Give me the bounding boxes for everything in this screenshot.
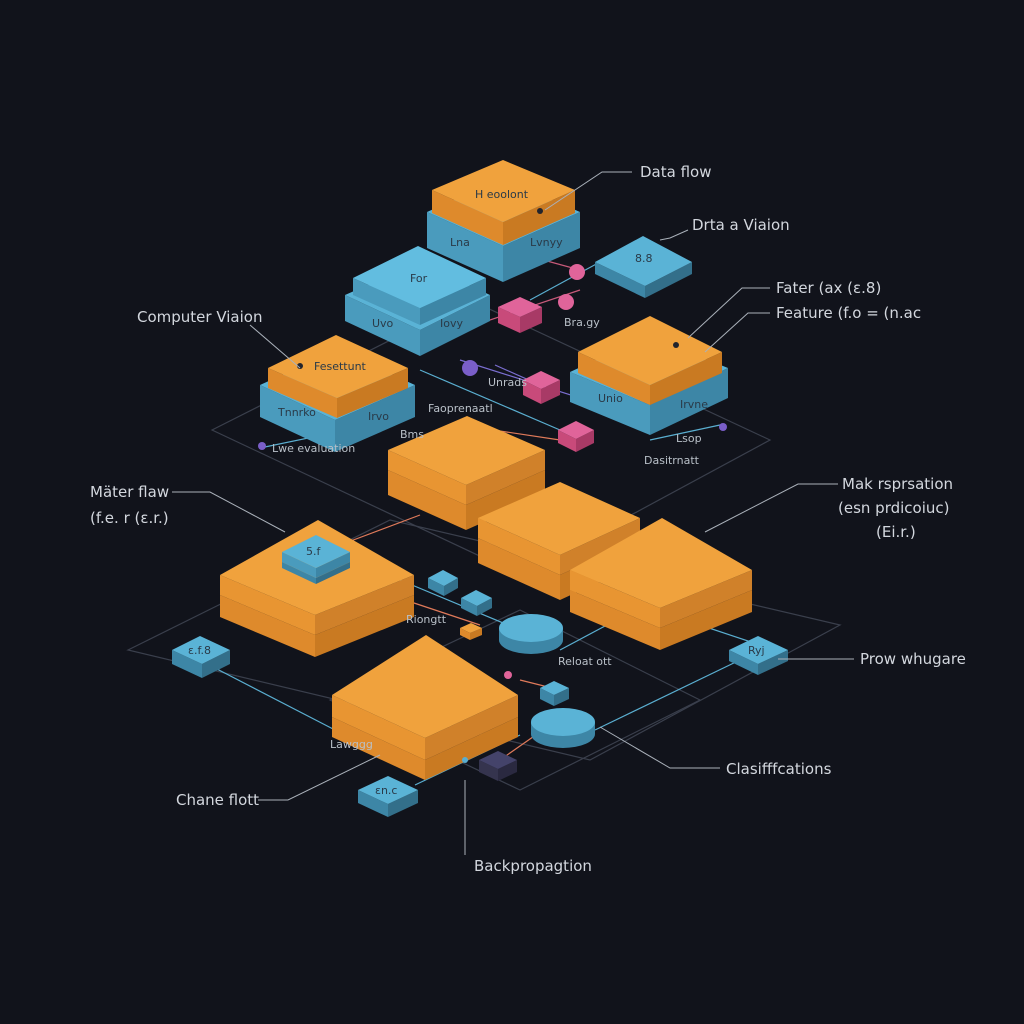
label-mak: Mak rsprsation xyxy=(842,475,953,493)
mini-labels: Lwe evaluation Faoprenaatl Bms Unrads Br… xyxy=(272,316,702,751)
label-classification: Clasifffcations xyxy=(726,760,832,778)
block-small-d-label: εn.c xyxy=(375,784,397,797)
block-small-c-label: ε.f.8 xyxy=(188,644,211,657)
label-mater-flaw: Mäter flaw xyxy=(90,483,169,501)
block-top-side-a: Lna xyxy=(450,236,470,249)
callout-feature xyxy=(704,312,770,353)
block-for: For Uvo Iovy xyxy=(345,246,490,356)
labels: Data flow Drta a Viaion Fater (ax (ε.8) … xyxy=(90,163,966,875)
block-for-side-b: Iovy xyxy=(440,317,463,330)
label-chane: Chane flott xyxy=(176,791,259,809)
label-prow: Prow whugare xyxy=(860,650,966,668)
callout-fater xyxy=(687,287,770,339)
mini-faproc: Faoprenaatl xyxy=(428,402,493,415)
label-mak-sub: (esn prdicoiuc) xyxy=(838,499,949,517)
callout-computer-vision xyxy=(249,324,301,369)
callout-data-vision xyxy=(659,229,689,241)
block-right-orange: Unio Irvne xyxy=(570,316,728,435)
block-for-side-a: Uvo xyxy=(372,317,394,330)
callout-classification xyxy=(599,726,720,769)
pink-cubes xyxy=(258,264,727,452)
block-for-title: For xyxy=(410,272,428,285)
label-data-flow: Data flow xyxy=(640,163,711,181)
block-fesettunt: Fesettunt Tnnrko Irvo xyxy=(260,335,415,452)
callout-data-flow xyxy=(544,171,632,211)
block-right-small: 8.8 xyxy=(595,236,692,298)
label-mak-sub2: (Ei.r.) xyxy=(876,523,916,541)
block-top-side-b: Lvnyy xyxy=(530,236,563,249)
block-small-e-label: Ryj xyxy=(748,644,765,657)
mini-riongt: Riongtt xyxy=(406,613,447,626)
label-computer-vision: Computer Viaion xyxy=(137,308,262,326)
mini-relaot: Reloat ott xyxy=(558,655,612,668)
mini-bra: Bra.gy xyxy=(564,316,600,329)
block-left-big: 5.f xyxy=(220,520,414,657)
mini-lwe: Lwe evaluation xyxy=(272,442,355,455)
block-small-b-label: 5.f xyxy=(306,545,321,558)
callout-mater-flaw xyxy=(172,491,286,533)
label-feature: Feature (f.o = (n.ac xyxy=(776,304,921,322)
mini-uncrn: Unrads xyxy=(488,376,527,389)
block-top: H eoolont Lna Lvnyy xyxy=(427,160,580,282)
block-right-big xyxy=(570,518,752,650)
block-right-side-b: Irvne xyxy=(680,398,708,411)
block-fesettunt-title: Fesettunt xyxy=(314,360,367,373)
label-mater-flaw-sub: (f.e. r (ε.r.) xyxy=(90,509,169,527)
mini-lawgg: Lawggg xyxy=(330,738,373,751)
callout-chane xyxy=(258,754,381,801)
mini-dast: Dasitrnatt xyxy=(644,454,700,467)
callout-lines xyxy=(172,171,854,855)
callout-mak xyxy=(704,483,838,533)
label-fater: Fater (ax (ε.8) xyxy=(776,279,881,297)
block-bottom-big xyxy=(332,635,518,780)
label-backprop: Backpropagtion xyxy=(474,857,592,875)
mini-bms: Bms xyxy=(400,428,424,441)
block-fesettunt-side-a: Tnnrko xyxy=(277,406,316,419)
block-fesettunt-side-b: Irvo xyxy=(368,410,389,423)
block-small-a-label: 8.8 xyxy=(635,252,653,265)
block-top-title: H eoolont xyxy=(475,188,529,201)
small-blue-parts: ε.f.8 εn.c Ryj xyxy=(172,570,788,817)
block-right-side-a: Unio xyxy=(598,392,623,405)
label-data-vision: Drta a Viaion xyxy=(692,216,790,234)
mini-lsop: Lsop xyxy=(676,432,702,445)
